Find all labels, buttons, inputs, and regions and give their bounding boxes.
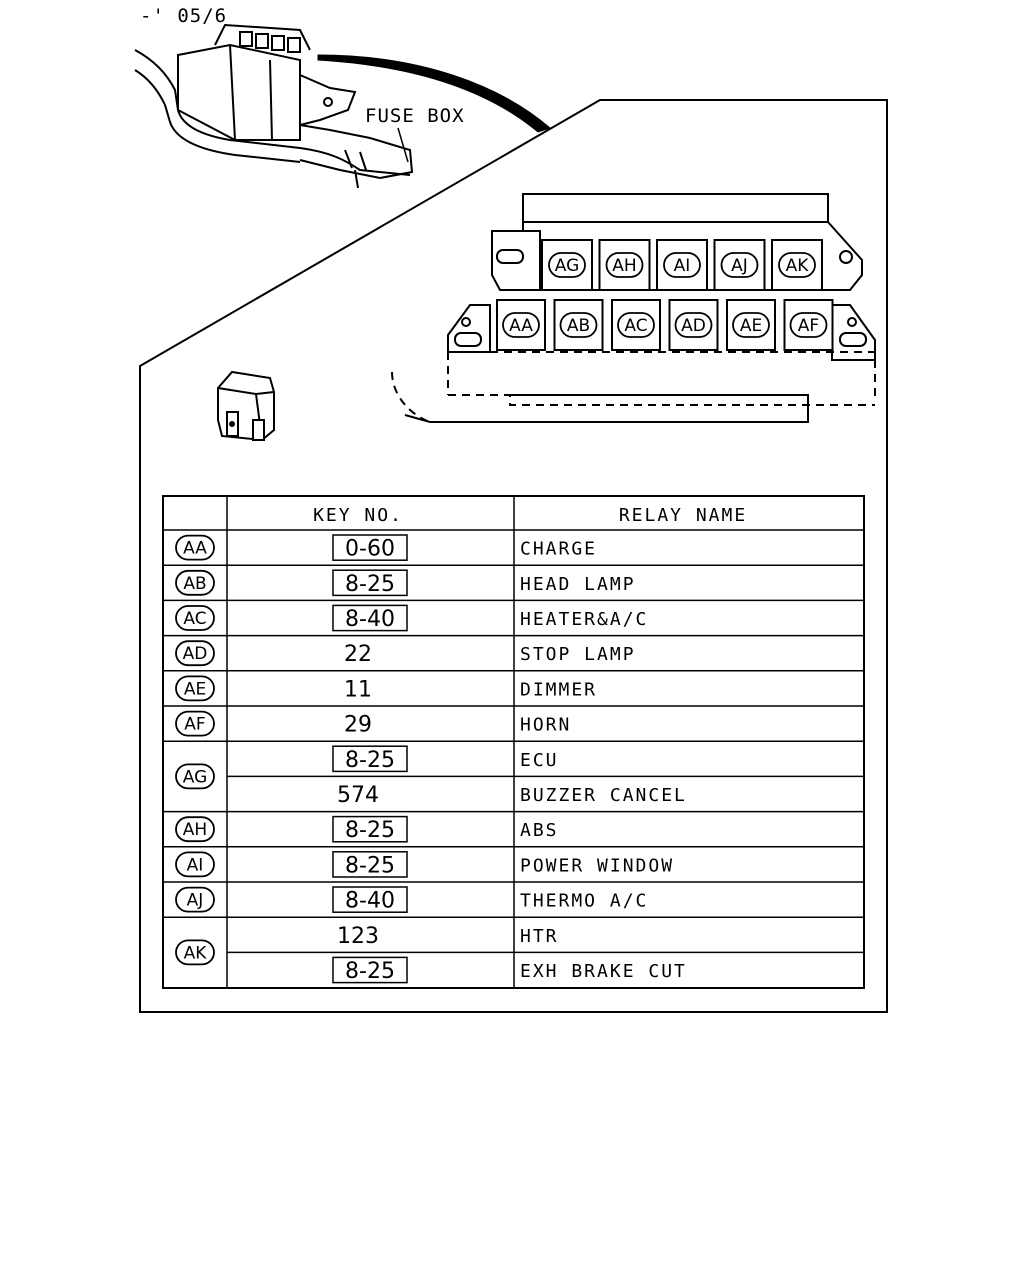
key-no: 22 [344,642,372,667]
relay-name: HTR [520,926,559,947]
relay-slot-label: AF [798,316,819,336]
table-row: 8-40 HEATER&A/C [332,604,648,632]
relay-name: POWER WINDOW [520,855,674,876]
table-row: 8-25 ECU [332,745,559,773]
code-badge-ag: AG [175,763,215,790]
table-row: 22 STOP LAMP [344,642,636,667]
detail-frame [139,99,888,1013]
code-label: AK [184,943,208,963]
relay-slot-ac: AC [611,299,661,351]
table-row: 8-25 POWER WINDOW [332,851,674,878]
table-row: 8-25 ABS [332,815,559,843]
key-no: 123 [337,924,379,949]
relay-name: DIMMER [520,679,597,700]
header-key-no: KEY NO. [313,505,403,526]
relay-slot-ad: AD [668,299,719,351]
relay-slot-ae: AE [726,299,776,351]
relay-name: ABS [520,820,559,841]
relay-slot-label: AA [509,316,533,336]
code-badge-ai: AI [175,851,215,878]
key-no: 8-25 [345,748,395,773]
relay-slot-af: AF [783,299,834,351]
code-label: AC [183,609,206,629]
key-no: 11 [344,677,372,702]
relay-slot-ah: AH [598,239,651,291]
relay-slot-label: AG [555,256,580,276]
relay-name: CHARGE [520,539,597,560]
relay-slot-ai: AI [656,239,708,291]
callout-arrow [317,54,551,133]
header-relay-name: RELAY NAME [619,505,747,526]
key-no: 574 [337,783,379,808]
relay-slot-label: AI [674,256,691,276]
code-label: AG [183,767,208,787]
table-row: 123 HTR [337,924,559,949]
relay-slots-top-row: AG AH AI AJ AK [541,239,823,291]
table-row: 29 HORN [344,713,571,738]
relay-slot-ak: AK [771,239,823,291]
relay-name: THERMO A/C [520,891,648,912]
relay-slot-label: AE [740,316,762,336]
relay-name: ECU [520,750,559,771]
code-label: AE [184,679,206,699]
relay-name: HEATER&A/C [520,609,648,630]
code-label: AH [183,820,207,840]
key-no: 8-25 [345,853,395,878]
relay-name: STOP LAMP [520,644,636,665]
relay-slot-label: AH [612,256,636,276]
relay-slot-label: AC [624,316,647,336]
code-badge-af: AF [175,710,215,737]
table-row: 574 BUZZER CANCEL [337,783,687,808]
fuse-box-label: FUSE BOX [365,105,465,127]
table-row: 11 DIMMER [344,677,597,702]
code-badge-ae: AE [175,675,215,702]
key-no: 8-40 [345,889,395,914]
code-label: AI [187,855,204,875]
relay-slot-aj: AJ [713,239,766,291]
key-no: 8-40 [345,607,395,632]
key-no: 8-25 [345,818,395,843]
relay-slot-label: AB [567,316,590,336]
code-badge-ak: AK [175,939,215,966]
relay-slot-label: AJ [731,256,748,276]
fuse-box-sketch [134,23,414,189]
date-code: -' 05/6 [140,5,227,27]
relay-slot-ag: AG [541,239,593,291]
relay-name: HORN [520,715,571,736]
relay-slot-label: AD [681,316,706,336]
relay-slots-bottom-row: AA AB AC AD AE AF [496,299,834,351]
key-no: 8-25 [345,572,395,597]
code-label: AF [184,715,205,735]
code-label: AD [183,644,208,664]
table-row: 8-25 EXH BRAKE CUT [332,956,687,984]
table-row: 0-60 CHARGE [332,534,597,562]
code-badge-ah: AH [175,816,215,843]
code-badge-aj: AJ [175,886,215,913]
relay-name: BUZZER CANCEL [520,785,687,806]
key-no: 8-25 [345,959,395,984]
relay-icon [217,370,275,442]
code-label: AJ [187,891,204,911]
code-badge-aa: AA [175,534,215,561]
code-badge-ac: AC [175,605,215,631]
relay-slot-aa: AA [496,299,546,351]
table-row: 8-40 THERMO A/C [332,886,648,914]
relay-slot-ab: AB [553,299,604,351]
relay-name: EXH BRAKE CUT [520,961,687,982]
code-badge-ab: AB [175,569,215,596]
code-label: AB [183,574,206,594]
relay-table: KEY NO. RELAY NAME 0-60 CHARGE 8-25 HEAD LA… [162,495,865,989]
relay-slot-label: AK [786,256,810,276]
table-row: 8-25 HEAD LAMP [332,569,636,597]
code-badge-ad: AD [175,640,215,667]
relay-name: HEAD LAMP [520,574,636,595]
key-no: 29 [344,713,372,738]
key-no: 0-60 [345,537,395,562]
code-label: AA [183,539,207,559]
